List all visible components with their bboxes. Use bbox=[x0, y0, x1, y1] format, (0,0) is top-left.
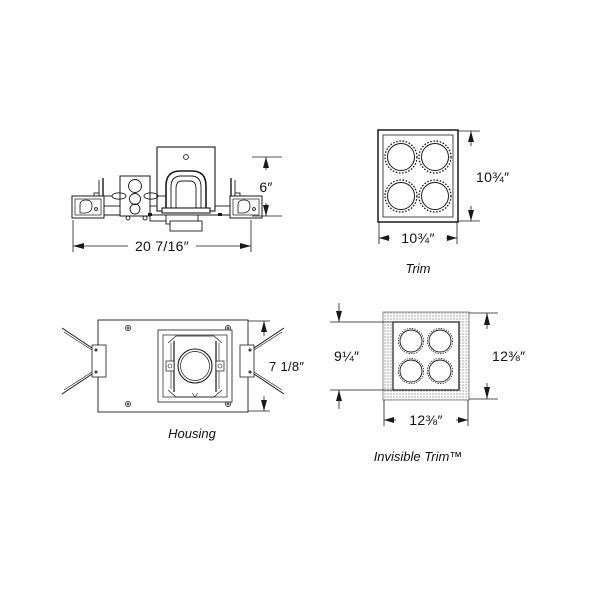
dimension-overall-width-label: 20 7/16″ bbox=[135, 238, 189, 254]
itrim-aperture-bottom-left bbox=[397, 357, 424, 384]
itrim-aperture-bottom-right bbox=[426, 357, 453, 384]
trim-aperture-top-left bbox=[384, 140, 418, 174]
trim-aperture-bottom-left bbox=[384, 179, 418, 213]
trim-aperture-top-right bbox=[418, 140, 452, 174]
view-side-elevation bbox=[71, 146, 263, 232]
dimension-itrim-width bbox=[383, 400, 469, 426]
dimension-trim-width bbox=[378, 222, 458, 244]
dimension-itrim-height bbox=[469, 312, 498, 400]
dimension-housing-depth bbox=[248, 320, 270, 412]
trim-aperture-bottom-right bbox=[418, 179, 452, 213]
dimension-housing-depth-label: 7 1/8″ bbox=[269, 359, 304, 374]
dimension-overall-height bbox=[252, 156, 282, 217]
dimension-overall-width bbox=[72, 220, 252, 252]
itrim-aperture-top-left bbox=[397, 327, 424, 354]
view-housing bbox=[61, 319, 285, 413]
view-label-housing: Housing bbox=[168, 426, 216, 441]
dimension-overall-height-label: 6″ bbox=[259, 179, 272, 195]
view-label-trim: Trim bbox=[405, 261, 430, 276]
view-label-invisible-trim: Invisible Trim™ bbox=[374, 449, 463, 464]
dimension-trim-width-label: 10¾″ bbox=[401, 230, 434, 246]
itrim-aperture-top-right bbox=[426, 327, 453, 354]
dimension-trim-height bbox=[458, 130, 480, 222]
dimension-itrim-inner-label: 9¼″ bbox=[334, 348, 359, 364]
view-trim bbox=[377, 129, 459, 223]
dimension-itrim-inner bbox=[330, 303, 400, 409]
dimension-trim-height-label: 10¾″ bbox=[476, 169, 509, 185]
dimension-itrim-height-label: 12⅜″ bbox=[492, 348, 525, 364]
dimension-itrim-width-label: 12⅜″ bbox=[409, 412, 442, 428]
view-invisible-trim bbox=[382, 311, 470, 401]
